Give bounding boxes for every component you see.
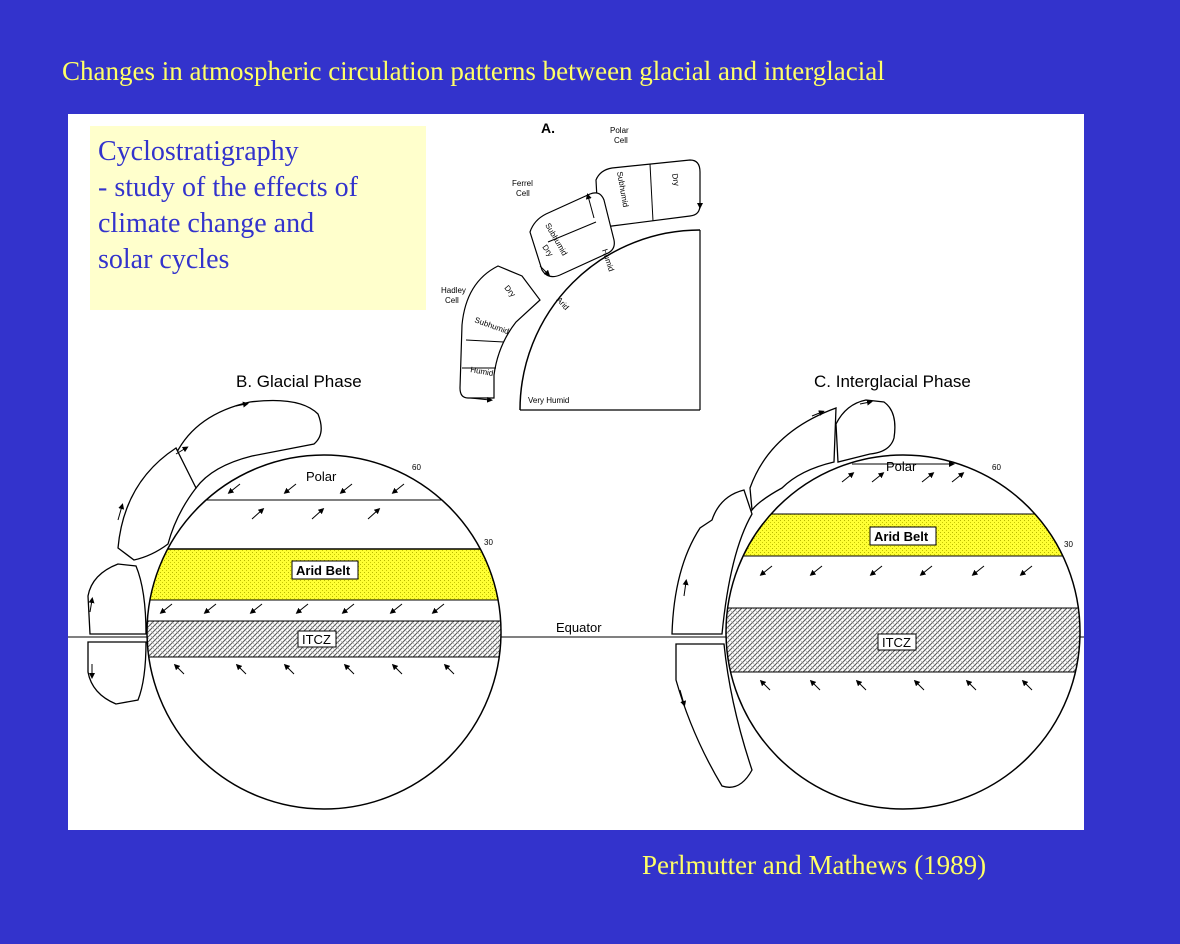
note-line-2: - study of the effects of (98, 172, 358, 203)
note-line-1: Cyclostratigraphy (98, 136, 299, 167)
panel-b-lat-30: 30 (484, 538, 493, 547)
panel-b-hadley-cell-south (87, 641, 147, 705)
panel-b-polar-cell (175, 399, 322, 490)
hadley-cell-label-1: Hadley (441, 286, 466, 295)
panel-b: B. Glacial Phase Polar Arid Belt ITCZ 60… (87, 372, 502, 810)
note-line-3: climate change and (98, 208, 315, 239)
ferrel-cell-box (529, 192, 615, 278)
panel-b-globe (146, 454, 502, 810)
surface-very-humid: Very Humid (528, 396, 569, 405)
panel-c-polar-cell (835, 399, 896, 463)
panel-c-lat-60: 60 (992, 463, 1001, 472)
note-line-4: solar cycles (98, 244, 230, 275)
panel-a-label: A. (541, 120, 555, 136)
panel-a: A. Subhumid Dry Polar Cell Subhumid Dry … (441, 120, 703, 411)
panel-c-arid-label: Arid Belt (874, 529, 929, 544)
panel-c-title: C. Interglacial Phase (814, 372, 971, 391)
polar-cell-label-2: Cell (614, 136, 628, 145)
panel-b-polar: Polar (306, 469, 337, 484)
cyclostratigraphy-note: Cyclostratigraphy - study of the effects… (90, 126, 426, 310)
panel-b-ferrel-cell (117, 447, 197, 561)
hadley-cell-label-2: Cell (445, 296, 459, 305)
slide-title: Changes in atmospheric circulation patte… (62, 56, 885, 86)
panel-b-title: B. Glacial Phase (236, 372, 362, 391)
panel-c-hadley-cell-north (671, 489, 753, 635)
panel-c: C. Interglacial Phase Polar Arid Belt IT… (671, 372, 1081, 810)
panel-c-hadley-cell-south (675, 643, 753, 788)
ferrel-cell-label-1: Ferrel (512, 179, 533, 188)
panel-b-arid-label: Arid Belt (296, 563, 351, 578)
hadley-cell-humid: Humid (470, 365, 494, 378)
panel-b-lat-60: 60 (412, 463, 421, 472)
polar-cell-dry: Dry (670, 173, 681, 187)
panel-b-hadley-cell-north (87, 563, 147, 635)
panel-b-itcz-label: ITCZ (302, 632, 331, 647)
polar-cell-label-1: Polar (610, 126, 629, 135)
panel-c-polar: Polar (886, 459, 917, 474)
citation: Perlmutter and Mathews (1989) (642, 850, 987, 880)
equator-label: Equator (556, 620, 602, 635)
panel-c-ferrel-cell (749, 407, 837, 512)
panel-c-globe (725, 454, 1081, 810)
polar-cell-box (595, 159, 701, 227)
panel-c-itcz-label: ITCZ (882, 635, 911, 650)
surface-arid: Arid (555, 295, 571, 312)
panel-a-earth-arc (519, 229, 701, 411)
hadley-cell-box (459, 265, 541, 399)
panel-c-lat-30: 30 (1064, 540, 1073, 549)
ferrel-cell-label-2: Cell (516, 189, 530, 198)
